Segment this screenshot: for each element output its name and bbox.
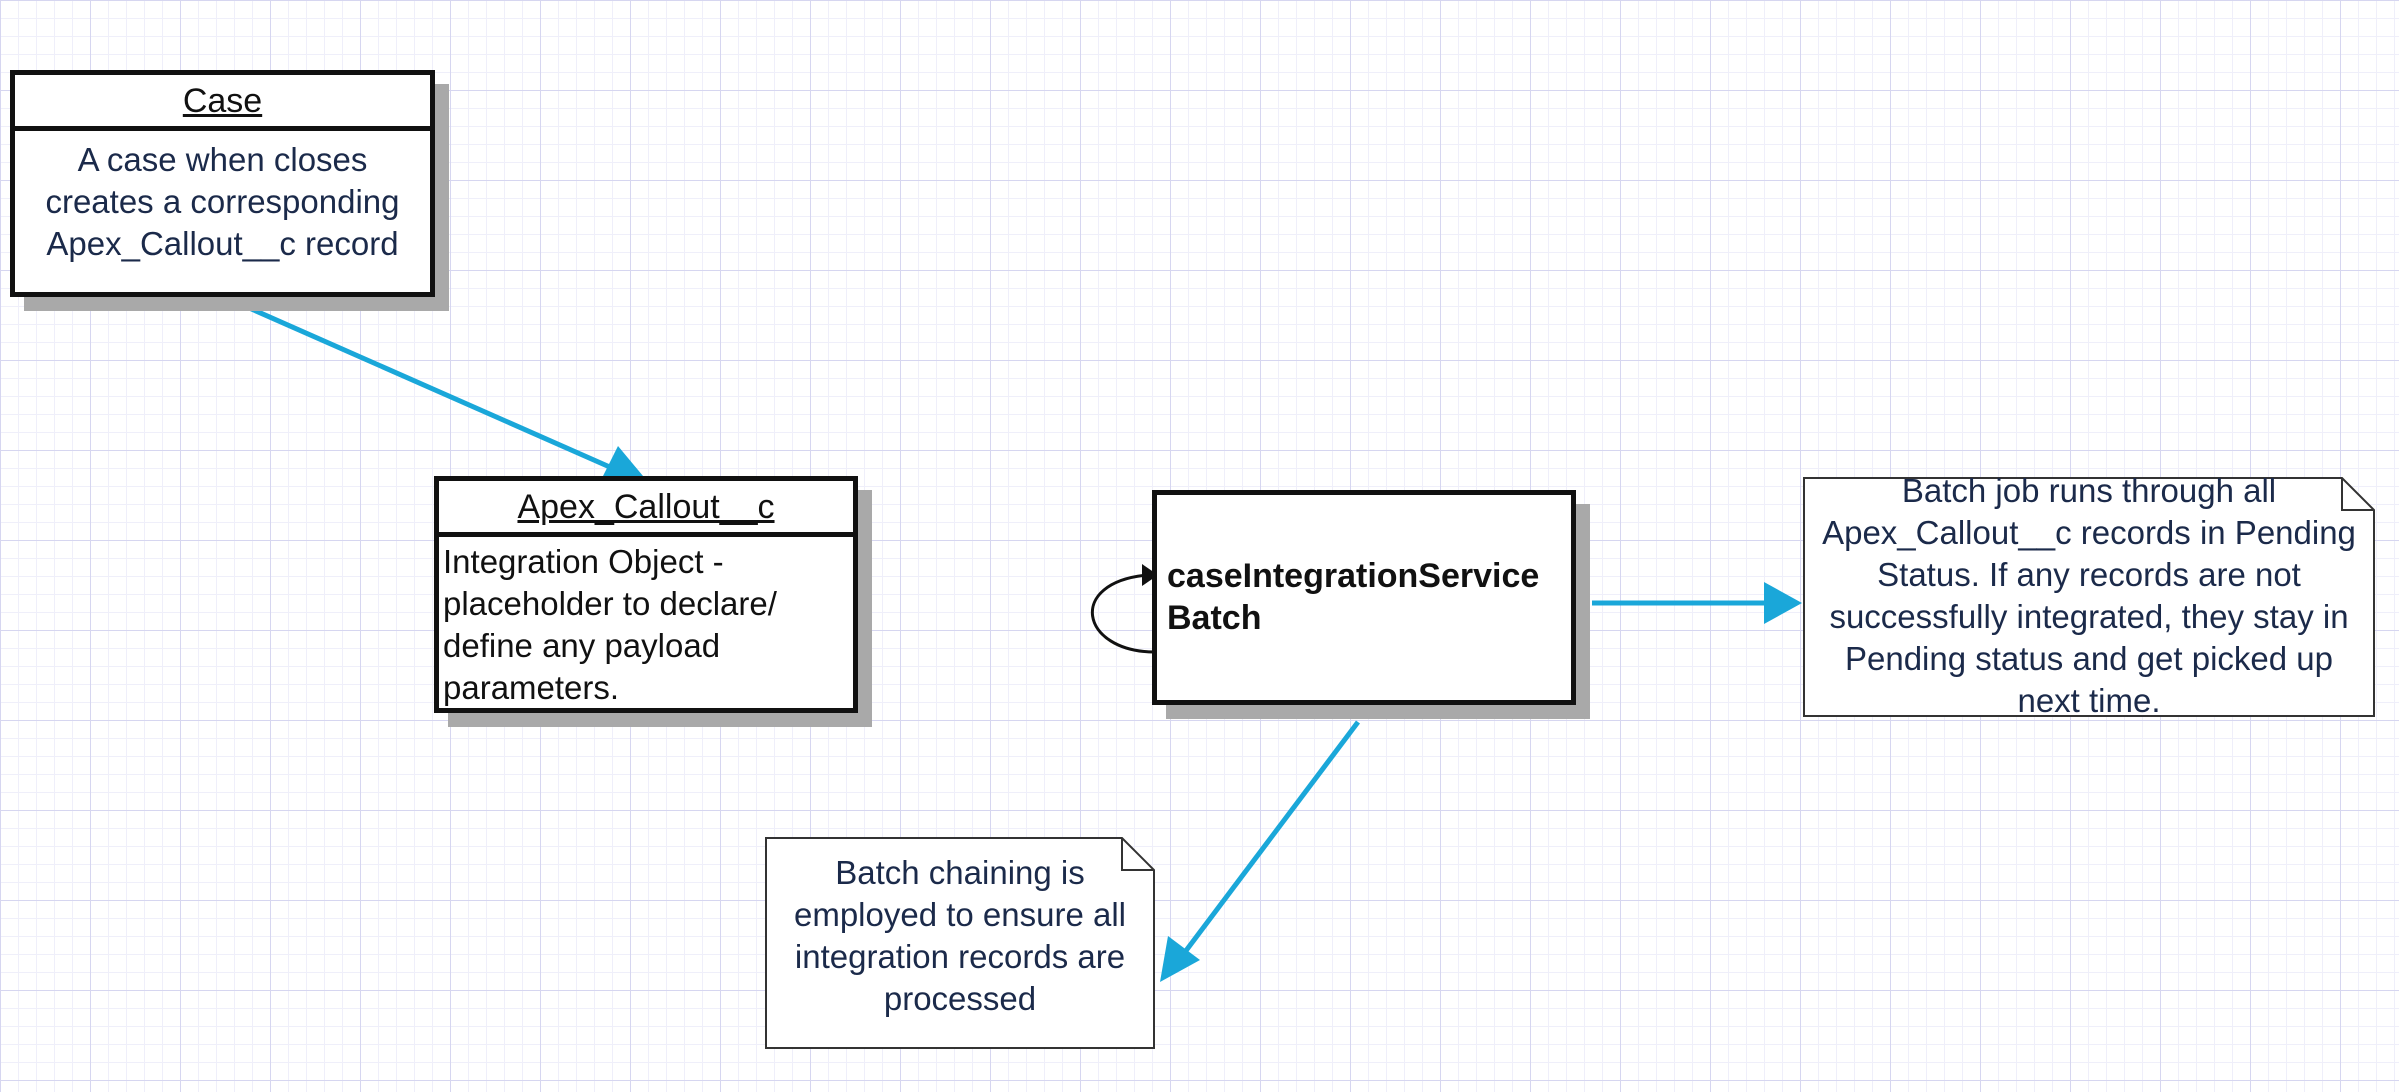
case-box-title: Case [15, 75, 430, 131]
pending-note-text: Batch job runs through all Apex_Callout_… [1822, 472, 2356, 719]
batch-class-label: caseIntegrationService Batch [1167, 557, 1540, 637]
pending-status-note[interactable]: Batch job runs through all Apex_Callout_… [1802, 472, 2376, 719]
self-loop-batch[interactable] [1091, 573, 1156, 654]
apex-callout-box[interactable]: Apex_Callout__c Integration Object - pla… [434, 476, 858, 713]
self-loop-arrowhead [1142, 564, 1158, 586]
chaining-note-text: Batch chaining is employed to ensure all… [793, 854, 1127, 1017]
case-box[interactable]: Case A case when closes creates a corres… [10, 70, 435, 297]
batch-chaining-note[interactable]: Batch chaining is employed to ensure all… [764, 836, 1156, 1050]
arrow-batch-to-chaining-note[interactable] [1183, 720, 1360, 954]
case-box-body: A case when closes creates a correspondi… [45, 141, 400, 262]
batch-class-box[interactable]: caseIntegrationService Batch [1152, 490, 1576, 705]
apex-callout-box-title: Apex_Callout__c [439, 481, 853, 537]
arrowhead-batch-to-pending-note [1764, 582, 1802, 624]
arrowhead-batch-to-chaining-note [1160, 936, 1200, 982]
chaining-note-shape [765, 837, 1155, 1049]
arrow-case-to-apex[interactable] [220, 293, 614, 471]
apex-callout-box-body: Integration Object - placeholder to decl… [443, 543, 777, 706]
pending-note-shape [1803, 477, 2375, 717]
